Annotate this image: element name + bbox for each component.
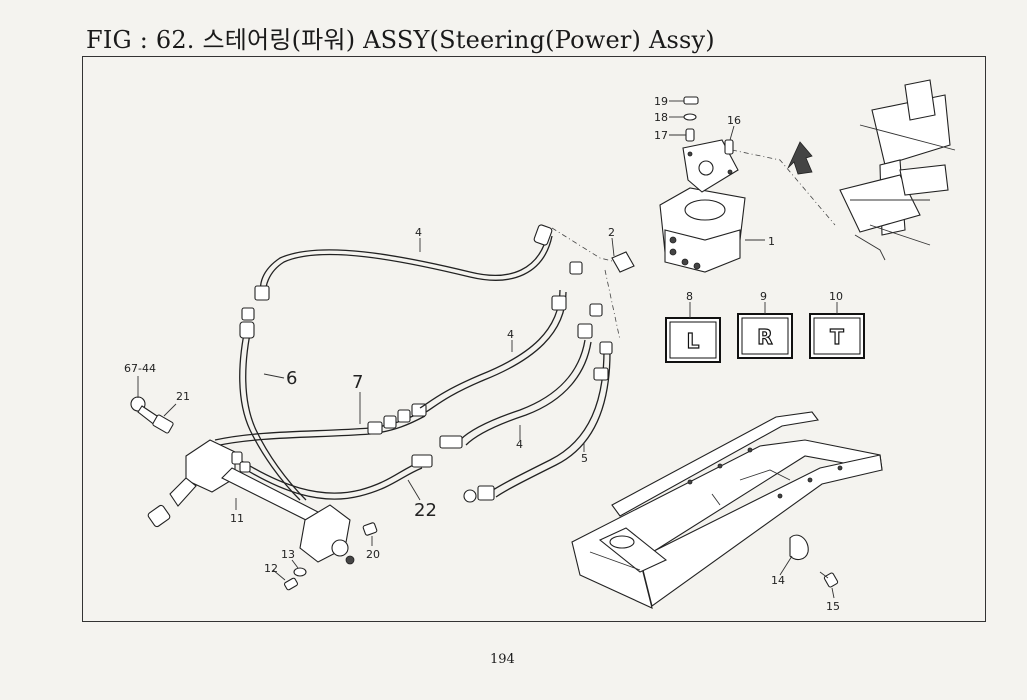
callout-18: 18 (654, 111, 668, 124)
callout-67-44: 67-44 (124, 362, 156, 375)
part-18-washer (683, 113, 697, 121)
tractor-frame (571, 411, 883, 609)
callout-13: 13 (281, 548, 295, 561)
callout-8: 8 (686, 290, 693, 303)
callout-4-upper: 4 (415, 226, 422, 239)
part-20-fitting (362, 522, 378, 536)
part-17-bolt (685, 128, 695, 142)
callout-5: 5 (581, 452, 588, 465)
tie-rod-end (130, 376, 174, 434)
callout-2: 2 (608, 226, 615, 239)
hose-4-upper (259, 231, 549, 297)
fitting-upper-b (254, 285, 270, 301)
callout-21: 21 (176, 390, 190, 403)
hose-4-middle (419, 289, 561, 409)
callout-17: 17 (654, 129, 668, 142)
callout-22: 22 (414, 500, 437, 521)
part-15-bolt (819, 571, 839, 588)
decal-right: R (737, 313, 793, 359)
part-19-spacer (683, 96, 699, 105)
callout-6: 6 (286, 368, 297, 389)
fitting-hose-6-top (239, 321, 255, 339)
callout-10: 10 (829, 290, 843, 303)
part-13-washer (293, 567, 307, 577)
callout-9: 9 (760, 290, 767, 303)
callout-19: 19 (654, 95, 668, 108)
decal-tilt-letter: T (830, 325, 844, 349)
steering-column (839, 79, 956, 261)
callout-20: 20 (366, 548, 380, 561)
decal-tilt: T (809, 313, 865, 359)
callout-14: 14 (771, 574, 785, 587)
callout-1: 1 (768, 235, 775, 248)
hose-5 (489, 349, 605, 493)
connection-line-a (551, 227, 617, 263)
callout-16: 16 (727, 114, 741, 127)
diagram-frame (82, 56, 986, 622)
hose-6 (239, 323, 301, 501)
direction-arrow-icon (787, 141, 813, 175)
callout-4-lower: 4 (516, 438, 523, 451)
decal-left: L (665, 317, 721, 363)
decal-left-letter: L (687, 329, 700, 353)
figure-title: FIG : 62. 스테어링(파워) ASSY(Steering(Power) … (86, 26, 715, 54)
decal-right-letter: R (757, 325, 772, 349)
steering-unit (659, 187, 746, 273)
callout-15: 15 (826, 600, 840, 613)
fitting-hose-5-end (463, 485, 495, 503)
hose-22 (239, 459, 421, 494)
fitting-hose-7 (367, 403, 427, 435)
callout-7: 7 (352, 372, 363, 393)
callout-12: 12 (264, 562, 278, 575)
fitting-2 (611, 251, 635, 273)
callout-4-middle: 4 (507, 328, 514, 341)
part-16-bolt (724, 139, 734, 155)
fitting-upper-a (533, 224, 553, 246)
steering-cylinder (147, 439, 355, 565)
connection-line-b (604, 269, 621, 341)
part-14-clamp (789, 534, 809, 561)
part-12-bolt (283, 577, 299, 591)
hose-4-lower (459, 339, 586, 441)
connection-line-c (731, 149, 836, 226)
callout-11: 11 (230, 512, 244, 525)
page-number: 194 (490, 652, 515, 667)
